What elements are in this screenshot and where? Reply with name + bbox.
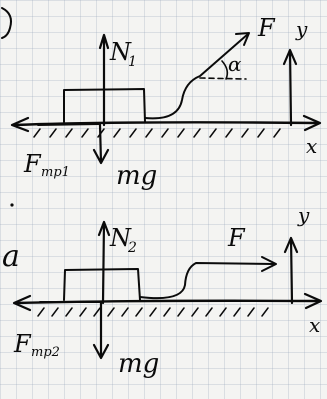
gravity-label-1: mg	[116, 161, 157, 191]
margin-dot	[10, 203, 14, 207]
x-axis-arrow-2	[303, 292, 323, 310]
ground-hatching-2	[37, 307, 269, 317]
normal-force-index-2: 2	[127, 240, 137, 256]
x-axis-label-1: x	[306, 134, 317, 158]
block-2	[63, 268, 141, 301]
ground-arrow-left-1	[10, 116, 30, 133]
normal-force-arrow-1	[98, 33, 110, 127]
rope-2	[139, 262, 275, 300]
applied-force-label-2: F	[227, 224, 246, 252]
ground-hatching-1	[33, 128, 281, 138]
applied-force-arrow-1	[235, 32, 250, 46]
angle-arc	[221, 60, 229, 80]
y-axis-1	[282, 48, 298, 127]
friction-force-label-2: F	[13, 330, 32, 358]
gravity-label-2: mg	[118, 349, 159, 379]
x-axis-arrow-1	[302, 114, 322, 132]
x-axis-label-2: x	[309, 313, 320, 337]
friction-force-index-2: тр2	[31, 345, 60, 360]
normal-force-label-1: N	[109, 38, 132, 66]
y-axis-2	[283, 236, 299, 305]
normal-force-label-2: N	[109, 224, 132, 252]
rope-1	[144, 33, 249, 120]
y-axis-label-1: y	[295, 17, 308, 41]
friction-force-index-1: тр1	[41, 165, 70, 180]
applied-force-label-1: F	[257, 14, 276, 42]
diagram-1: N 1 F α y x F тр1 mg	[10, 14, 322, 191]
margin-bracket-top	[1, 7, 12, 39]
ground-arrow-left-2	[12, 294, 32, 312]
normal-force-index-1: 1	[128, 54, 137, 70]
gravity-arrow-2	[92, 301, 110, 360]
case-label: a	[2, 239, 20, 274]
angle-reference-line	[199, 77, 247, 80]
y-axis-label-2: y	[297, 203, 310, 227]
applied-force-arrow-2	[261, 256, 277, 272]
angle-label: α	[228, 52, 242, 76]
normal-force-arrow-2	[97, 220, 111, 305]
friction-force-label-1: F	[23, 150, 42, 178]
gravity-arrow-1	[92, 123, 110, 165]
diagram-2: a N 2 F y x F тр2 mg	[2, 203, 323, 379]
friction-arrow-1	[37, 123, 101, 126]
